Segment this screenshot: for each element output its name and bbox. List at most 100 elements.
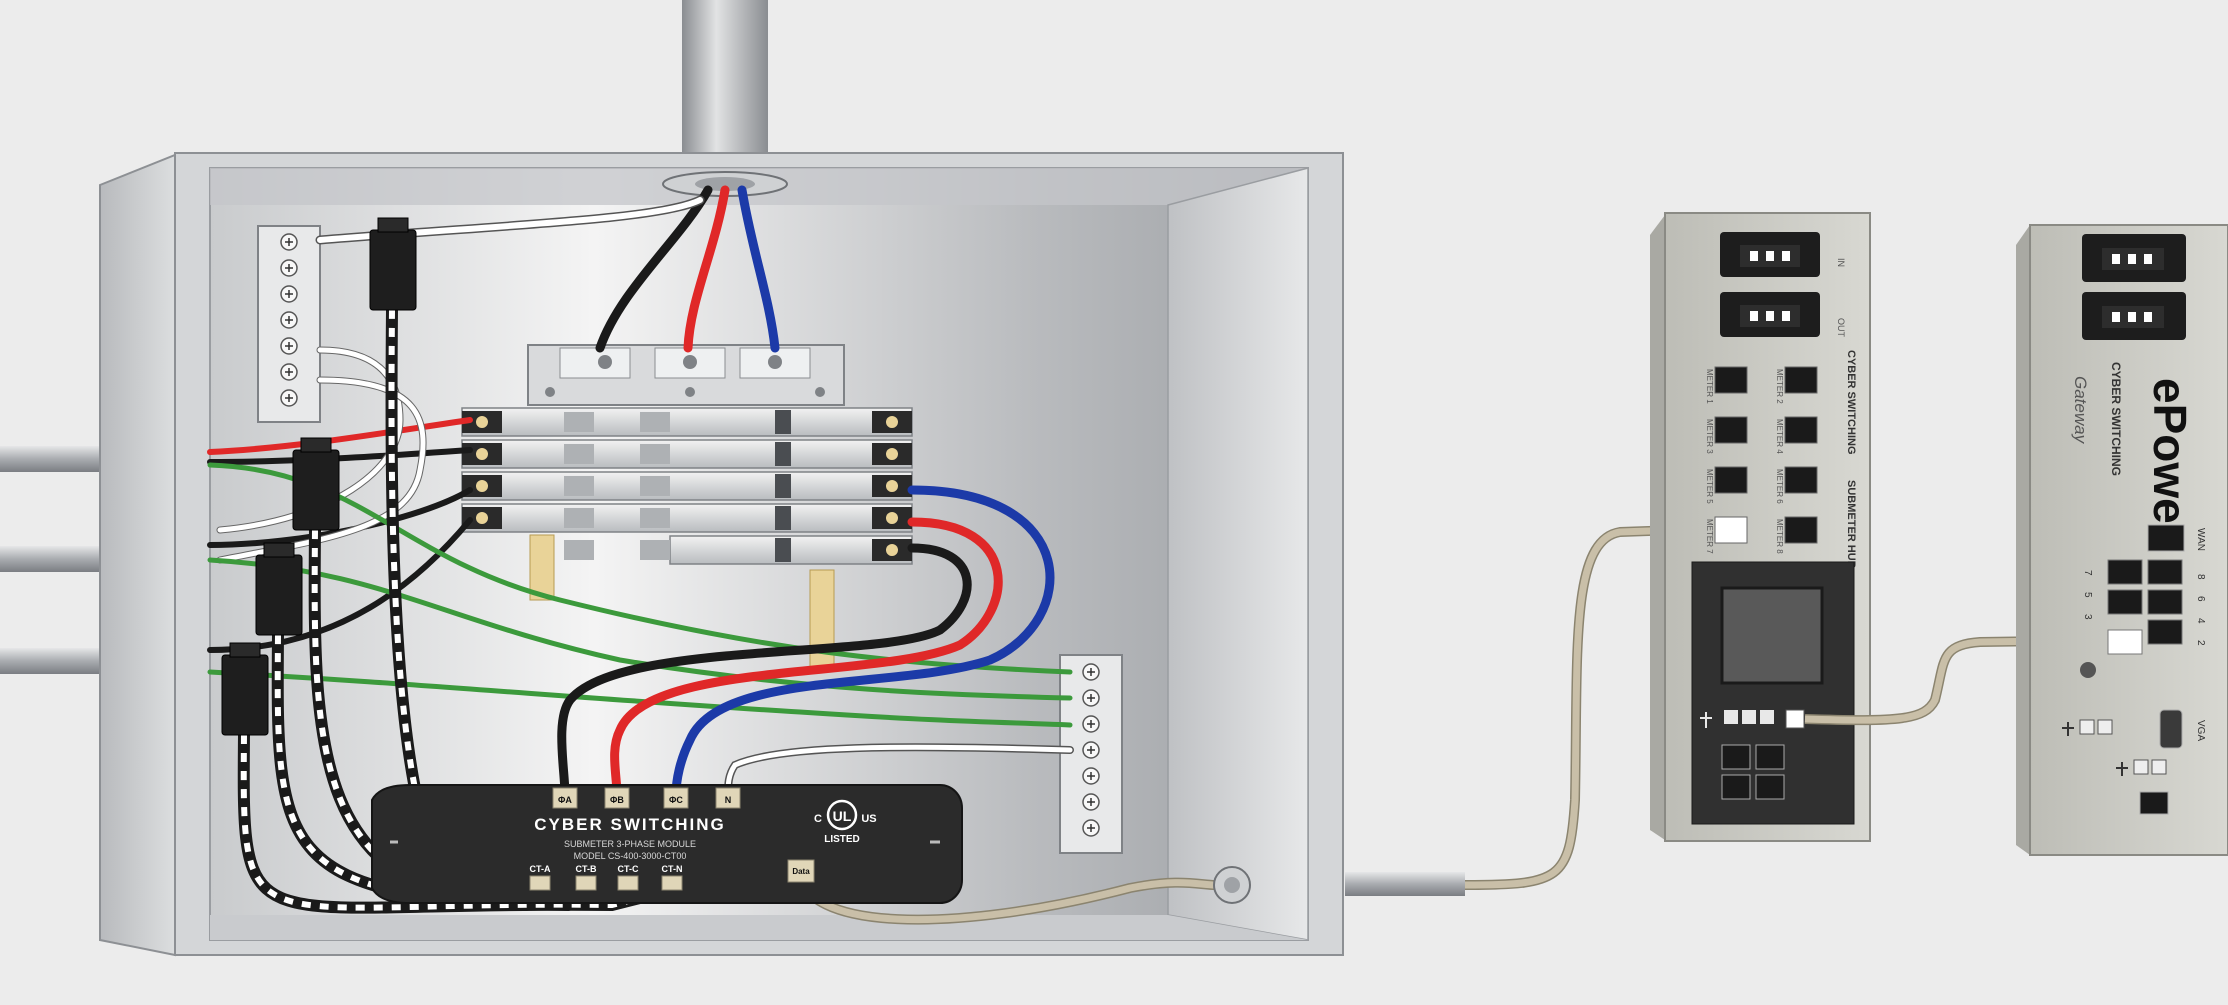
ct-terminal-label: CT-A [530,864,551,874]
hub-usb-port-1[interactable] [1724,710,1738,724]
wire-feed-red [683,185,730,353]
ct-terminal[interactable] [661,875,683,891]
hub-meter-port-label: METER 4 [1775,419,1784,454]
hub-meter-port-label: METER 8 [1775,519,1784,554]
ct-sensor [255,554,303,636]
phase-terminal[interactable] [552,787,578,809]
gateway-port-label-4: 4 [2195,618,2206,624]
breaker-handle[interactable] [775,410,791,434]
breaker-toggle[interactable] [640,444,670,464]
hub-meter-port-label: METER 7 [1705,519,1714,554]
breaker-toggle[interactable] [564,412,594,432]
module-data-port[interactable] [787,859,815,883]
ct-sensor [369,229,417,311]
gateway-usb-port-3[interactable] [2133,759,2149,775]
hub-meter-port[interactable] [1714,466,1748,494]
breaker-toggle[interactable] [564,508,594,528]
ethernet-icon[interactable] [1721,774,1751,800]
screw-terminal-icon [280,233,298,407]
gateway-usb-port-2[interactable] [2097,719,2113,735]
gateway-port-label-6: 6 [2195,596,2206,602]
wire-feed-blue [737,185,780,353]
module-model: MODEL CS-400-3000-CT00 [574,851,687,861]
phase-terminal-label: ΦB [610,795,624,805]
gateway-port-label-8: 8 [2195,574,2206,580]
hub-meter-port[interactable] [1784,466,1818,494]
ct-terminal-label: CT-N [662,864,683,874]
breaker-toggle[interactable] [640,540,670,560]
gateway-vga-port[interactable] [2159,709,2183,749]
hub-meter-port-label: METER 2 [1775,369,1784,404]
wire-voltage-c [671,485,1055,800]
gateway-wan-port[interactable] [2147,524,2185,552]
hub-meter-port[interactable] [1714,516,1748,544]
hub-uplink-port[interactable] [1785,709,1805,729]
phase-terminal-label: ΦA [558,795,572,805]
hub-usb-port-3[interactable] [1760,710,1774,724]
gateway-vga-label: VGA [2195,720,2206,741]
phase-terminal[interactable] [663,787,689,809]
ct-terminal[interactable] [617,875,639,891]
bus-bar-1 [529,534,555,601]
ct-terminal[interactable] [575,875,597,891]
module-product-line: SUBMETER 3-PHASE MODULE [564,839,696,849]
gateway-wan-label: WAN [2195,528,2206,551]
breaker-row [461,503,913,533]
ct-terminal-label: CT-B [576,864,597,874]
screw-terminal-icon [1082,663,1100,837]
ethernet-icon[interactable] [2107,589,2143,615]
gateway-usb-port-4[interactable] [2151,759,2167,775]
ct-lead [240,734,673,911]
phase-terminal[interactable] [604,787,630,809]
hub-meter-port[interactable] [1784,416,1818,444]
hub-meter-port-label: METER 1 [1705,369,1714,404]
wire-branch-red [207,417,473,455]
hub-meter-port-label: METER 6 [1775,469,1784,504]
gateway-reset-button[interactable] [2080,662,2096,678]
wires [207,185,1220,925]
phase-terminal-label: N [725,795,732,805]
hub-brand: CYBER SWITCHING [1845,350,1857,455]
hub-meter-port[interactable] [1784,516,1818,544]
ethernet-icon[interactable] [2107,559,2143,585]
hub-power-in-label: IN [1836,258,1846,267]
ct-terminal[interactable] [529,875,551,891]
breaker-handle[interactable] [775,474,791,498]
conduit-top [682,0,768,160]
gateway-port-label-2: 2 [2195,640,2206,646]
wire-ground-2 [207,557,1073,701]
breaker-handle[interactable] [775,506,791,530]
wire-feed-black [595,185,713,353]
breaker-toggle[interactable] [564,540,594,560]
ethernet-icon[interactable] [1755,744,1785,770]
module-brand: CYBER SWITCHING [534,815,726,834]
breaker-toggle[interactable] [640,412,670,432]
hub-usb-port-2[interactable] [1742,710,1756,724]
breaker-toggle[interactable] [564,476,594,496]
data-cable-to-gateway [1804,636,2131,724]
breaker-toggle[interactable] [640,508,670,528]
breaker-handle[interactable] [775,538,791,562]
ct-terminal-label: CT-C [618,864,639,874]
phase-terminal[interactable] [715,787,741,809]
ethernet-icon[interactable] [1755,774,1785,800]
hub-meter-port[interactable] [1714,366,1748,394]
module-data-port-label: Data [792,867,810,876]
breaker-toggle[interactable] [564,444,594,464]
ethernet-icon[interactable] [2147,559,2183,585]
hub-meter-port[interactable] [1784,366,1818,394]
gateway-usb-port-1[interactable] [2079,719,2095,735]
wire-voltage-b [610,517,1003,800]
data-cable-to-hub [1464,524,1731,889]
ethernet-icon[interactable] [2139,791,2169,815]
hub-meter-port[interactable] [1714,416,1748,444]
breaker-toggle[interactable] [640,476,670,496]
breaker-handle[interactable] [775,442,791,466]
ethernet-icon[interactable] [1721,744,1751,770]
ethernet-icon[interactable] [2147,619,2183,645]
ethernet-icon[interactable] [2107,629,2143,655]
ethernet-icon[interactable] [2147,589,2183,615]
usb-icon [2062,722,2074,736]
ul-listed: LISTED [824,834,860,845]
